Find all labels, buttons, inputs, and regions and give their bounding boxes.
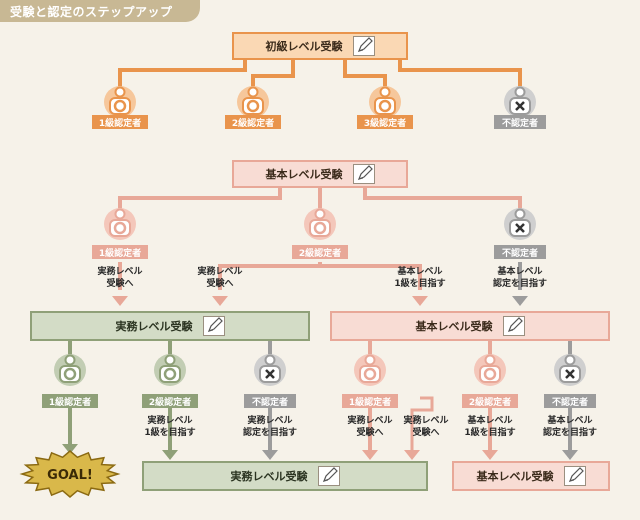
row2-arrowheads (112, 296, 528, 306)
pencil-paper-icon (502, 316, 525, 336)
tag-row2-fail: 不認定者 (494, 245, 546, 259)
note-row4-d: 基本レベル 認定を目指す (542, 416, 597, 438)
note-row2-d: 基本レベル 認定を目指す (492, 267, 547, 289)
row1-connectors (118, 60, 522, 92)
tag-row3-level1: 1級認定者 (42, 394, 98, 408)
note-row2-c: 基本レベル 1級を目指す (394, 267, 446, 289)
note-row2-a: 実務レベル 受験へ (97, 267, 143, 289)
box-shokyu-exam: 初級レベル受験 (232, 32, 408, 60)
box-kihon-exam-mid: 基本レベル受験 (330, 311, 610, 341)
tag-row3-fail: 不認定者 (244, 394, 296, 408)
row3-arrowheads (62, 444, 278, 460)
tag-row1-level2: 2級認定者 (225, 115, 281, 129)
goal-label: GOAL! (47, 468, 93, 483)
pencil-paper-icon (317, 466, 340, 486)
box-jitsumu-exam-bottom: 実務レベル受験 (142, 461, 428, 491)
tag-row4-level1: 1級認定者 (342, 394, 398, 408)
row4-arrowheads (362, 450, 578, 460)
note-row4-a: 実務レベル 受験へ (347, 416, 393, 438)
pencil-paper-icon (352, 36, 375, 56)
note-row2-b: 実務レベル 受験へ (197, 267, 243, 289)
goal-burst-shape (19, 450, 121, 498)
tag-row2-level1: 1級認定者 (92, 245, 148, 259)
box-jitsumu-exam-mid: 実務レベル受験 (30, 311, 310, 341)
note-row3-c: 実務レベル 認定を目指す (242, 416, 297, 438)
note-row3-b: 実務レベル 1級を目指す (144, 416, 196, 438)
tag-row4-level2: 2級認定者 (462, 394, 518, 408)
tag-row1-fail: 不認定者 (494, 115, 546, 129)
tag-row4-fail: 不認定者 (544, 394, 596, 408)
row2-connectors (118, 188, 522, 290)
tag-row2-level2: 2級認定者 (292, 245, 348, 259)
note-row4-b: 実務レベル 受験へ (403, 416, 449, 438)
row4-connectors (368, 340, 572, 452)
goal-badge: GOAL! (19, 450, 121, 498)
box-kihon-exam-top: 基本レベル受験 (232, 160, 408, 188)
box-kihon-exam-bottom: 基本レベル受験 (452, 461, 610, 491)
diagram-title: 受験と認定のステップアップ (0, 0, 200, 22)
tag-row1-level1: 1級認定者 (92, 115, 148, 129)
pencil-paper-icon (352, 164, 375, 184)
note-row4-c: 基本レベル 1級を目指す (464, 416, 516, 438)
tag-row3-level2: 2級認定者 (142, 394, 198, 408)
pencil-paper-icon (202, 316, 225, 336)
pencil-paper-icon (563, 466, 586, 486)
tag-row1-level3: 3級認定者 (357, 115, 413, 129)
